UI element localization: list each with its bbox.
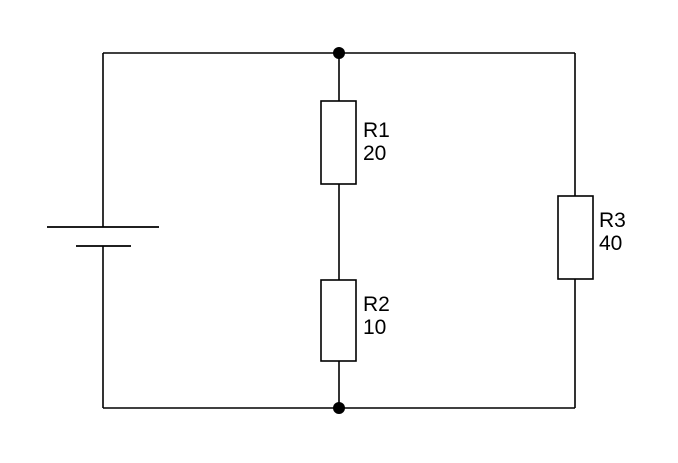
resistor-r2-body bbox=[320, 279, 357, 362]
resistor-r3: R3 40 bbox=[557, 195, 626, 280]
resistor-r1-value: 20 bbox=[363, 142, 386, 165]
battery-symbol bbox=[47, 226, 159, 247]
resistor-r1: R1 20 bbox=[320, 100, 390, 185]
resistor-r2: R2 10 bbox=[320, 279, 390, 362]
resistor-r2-name: R2 bbox=[363, 293, 390, 316]
junctions bbox=[333, 47, 345, 414]
resistor-r2-value: 10 bbox=[363, 316, 386, 339]
resistor-r1-name: R1 bbox=[363, 119, 390, 142]
junction-bottom bbox=[333, 402, 345, 414]
resistor-r3-name: R3 bbox=[599, 209, 626, 232]
resistor-r1-body bbox=[320, 100, 357, 185]
resistor-r3-value: 40 bbox=[599, 232, 622, 255]
junction-top bbox=[333, 47, 345, 59]
resistor-r3-body bbox=[557, 195, 594, 280]
